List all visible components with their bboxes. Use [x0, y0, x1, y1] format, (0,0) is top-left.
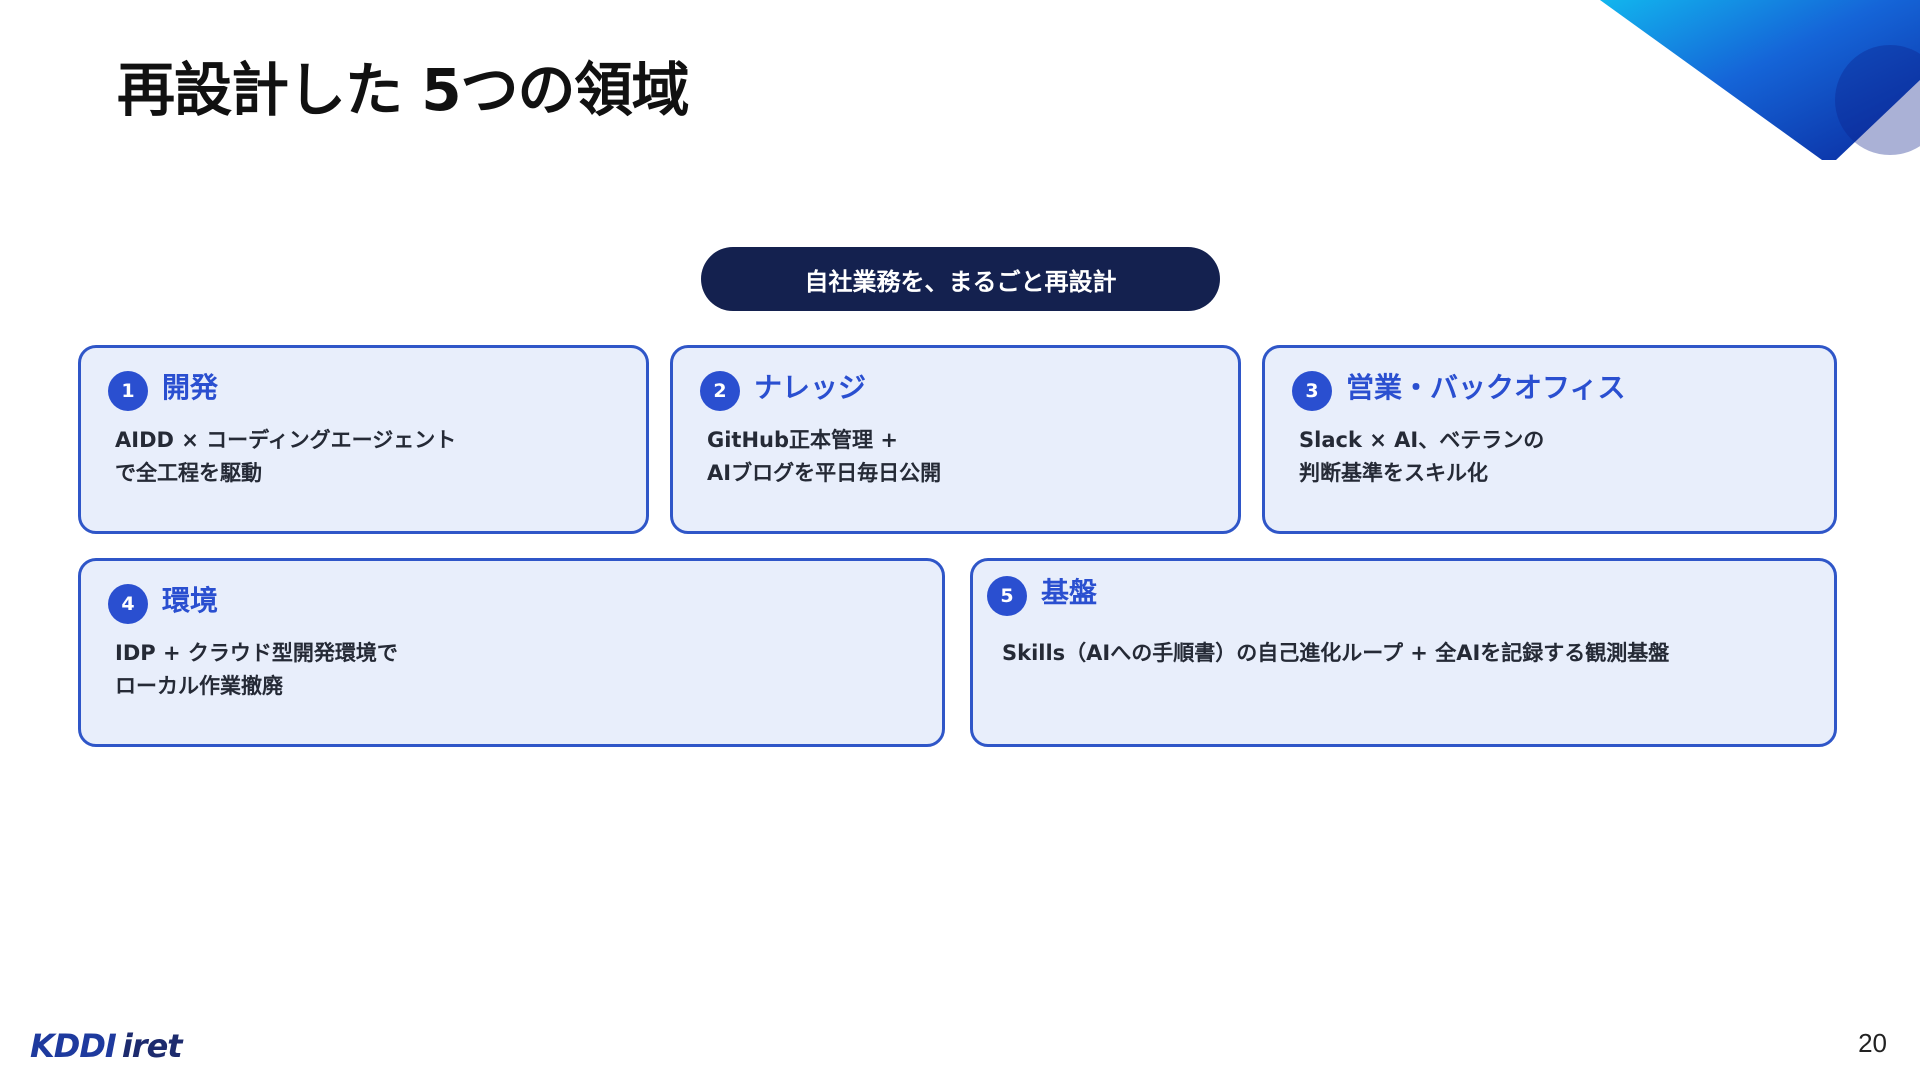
card-body-line: IDP + クラウド型開発環境で — [115, 641, 398, 665]
card-body: Slack × AI、ベテランの 判断基準をスキル化 — [1299, 424, 1544, 490]
card-body-line: AIブログを平日毎日公開 — [707, 461, 942, 485]
card-title: 開発 — [162, 371, 219, 404]
page-number: 20 — [1858, 1028, 1887, 1058]
card-header: 2 ナレッジ — [700, 371, 866, 411]
card-title: 環境 — [162, 584, 219, 617]
number-badge: 5 — [987, 576, 1027, 616]
number-badge: 1 — [108, 371, 148, 411]
card-header: 5 基盤 — [987, 576, 1097, 616]
card-title: ナレッジ — [754, 371, 867, 404]
card-environment: 4 環境 IDP + クラウド型開発環境で ローカル作業撤廃 — [78, 558, 945, 747]
logo-kddi-text: KDDI — [30, 1027, 117, 1065]
card-title: 基盤 — [1041, 576, 1098, 609]
card-body: IDP + クラウド型開発環境で ローカル作業撤廃 — [115, 637, 398, 703]
card-sales-backoffice: 3 営業・バックオフィス Slack × AI、ベテランの 判断基準をスキル化 — [1262, 345, 1837, 534]
card-development: 1 開発 AIDD × コーディングエージェント で全工程を駆動 — [78, 345, 649, 534]
card-body-line: Slack × AI、ベテランの — [1299, 428, 1545, 452]
card-header: 3 営業・バックオフィス — [1292, 371, 1625, 411]
number-badge: 4 — [108, 584, 148, 624]
card-body-line: Skills（AIへの手順書）の自己進化ループ + 全AIを記録する観測基盤 — [1002, 641, 1670, 665]
card-body-line: GitHub正本管理 + — [707, 428, 898, 452]
page-title: 再設計した 5つの領域 — [117, 56, 690, 124]
number-badge: 3 — [1292, 371, 1332, 411]
card-header: 1 開発 — [108, 371, 218, 411]
card-body-line: ローカル作業撤廃 — [115, 674, 283, 698]
card-body-line: で全工程を駆動 — [115, 461, 262, 485]
number-badge: 2 — [700, 371, 740, 411]
card-body: AIDD × コーディングエージェント で全工程を駆動 — [115, 424, 456, 490]
banner: 自社業務を、まるごと再設計 — [701, 247, 1220, 311]
card-foundation: 5 基盤 Skills（AIへの手順書）の自己進化ループ + 全AIを記録する観… — [970, 558, 1837, 747]
corner-decoration — [1600, 0, 1920, 160]
logo-iret-text: iret — [121, 1027, 183, 1065]
card-header: 4 環境 — [108, 584, 218, 624]
card-body: Skills（AIへの手順書）の自己進化ループ + 全AIを記録する観測基盤 — [1002, 637, 1669, 670]
card-knowledge: 2 ナレッジ GitHub正本管理 + AIブログを平日毎日公開 — [670, 345, 1241, 534]
card-body-line: AIDD × コーディングエージェント — [115, 428, 457, 452]
card-body: GitHub正本管理 + AIブログを平日毎日公開 — [707, 424, 941, 490]
card-body-line: 判断基準をスキル化 — [1299, 461, 1488, 485]
card-title: 営業・バックオフィス — [1346, 371, 1626, 404]
